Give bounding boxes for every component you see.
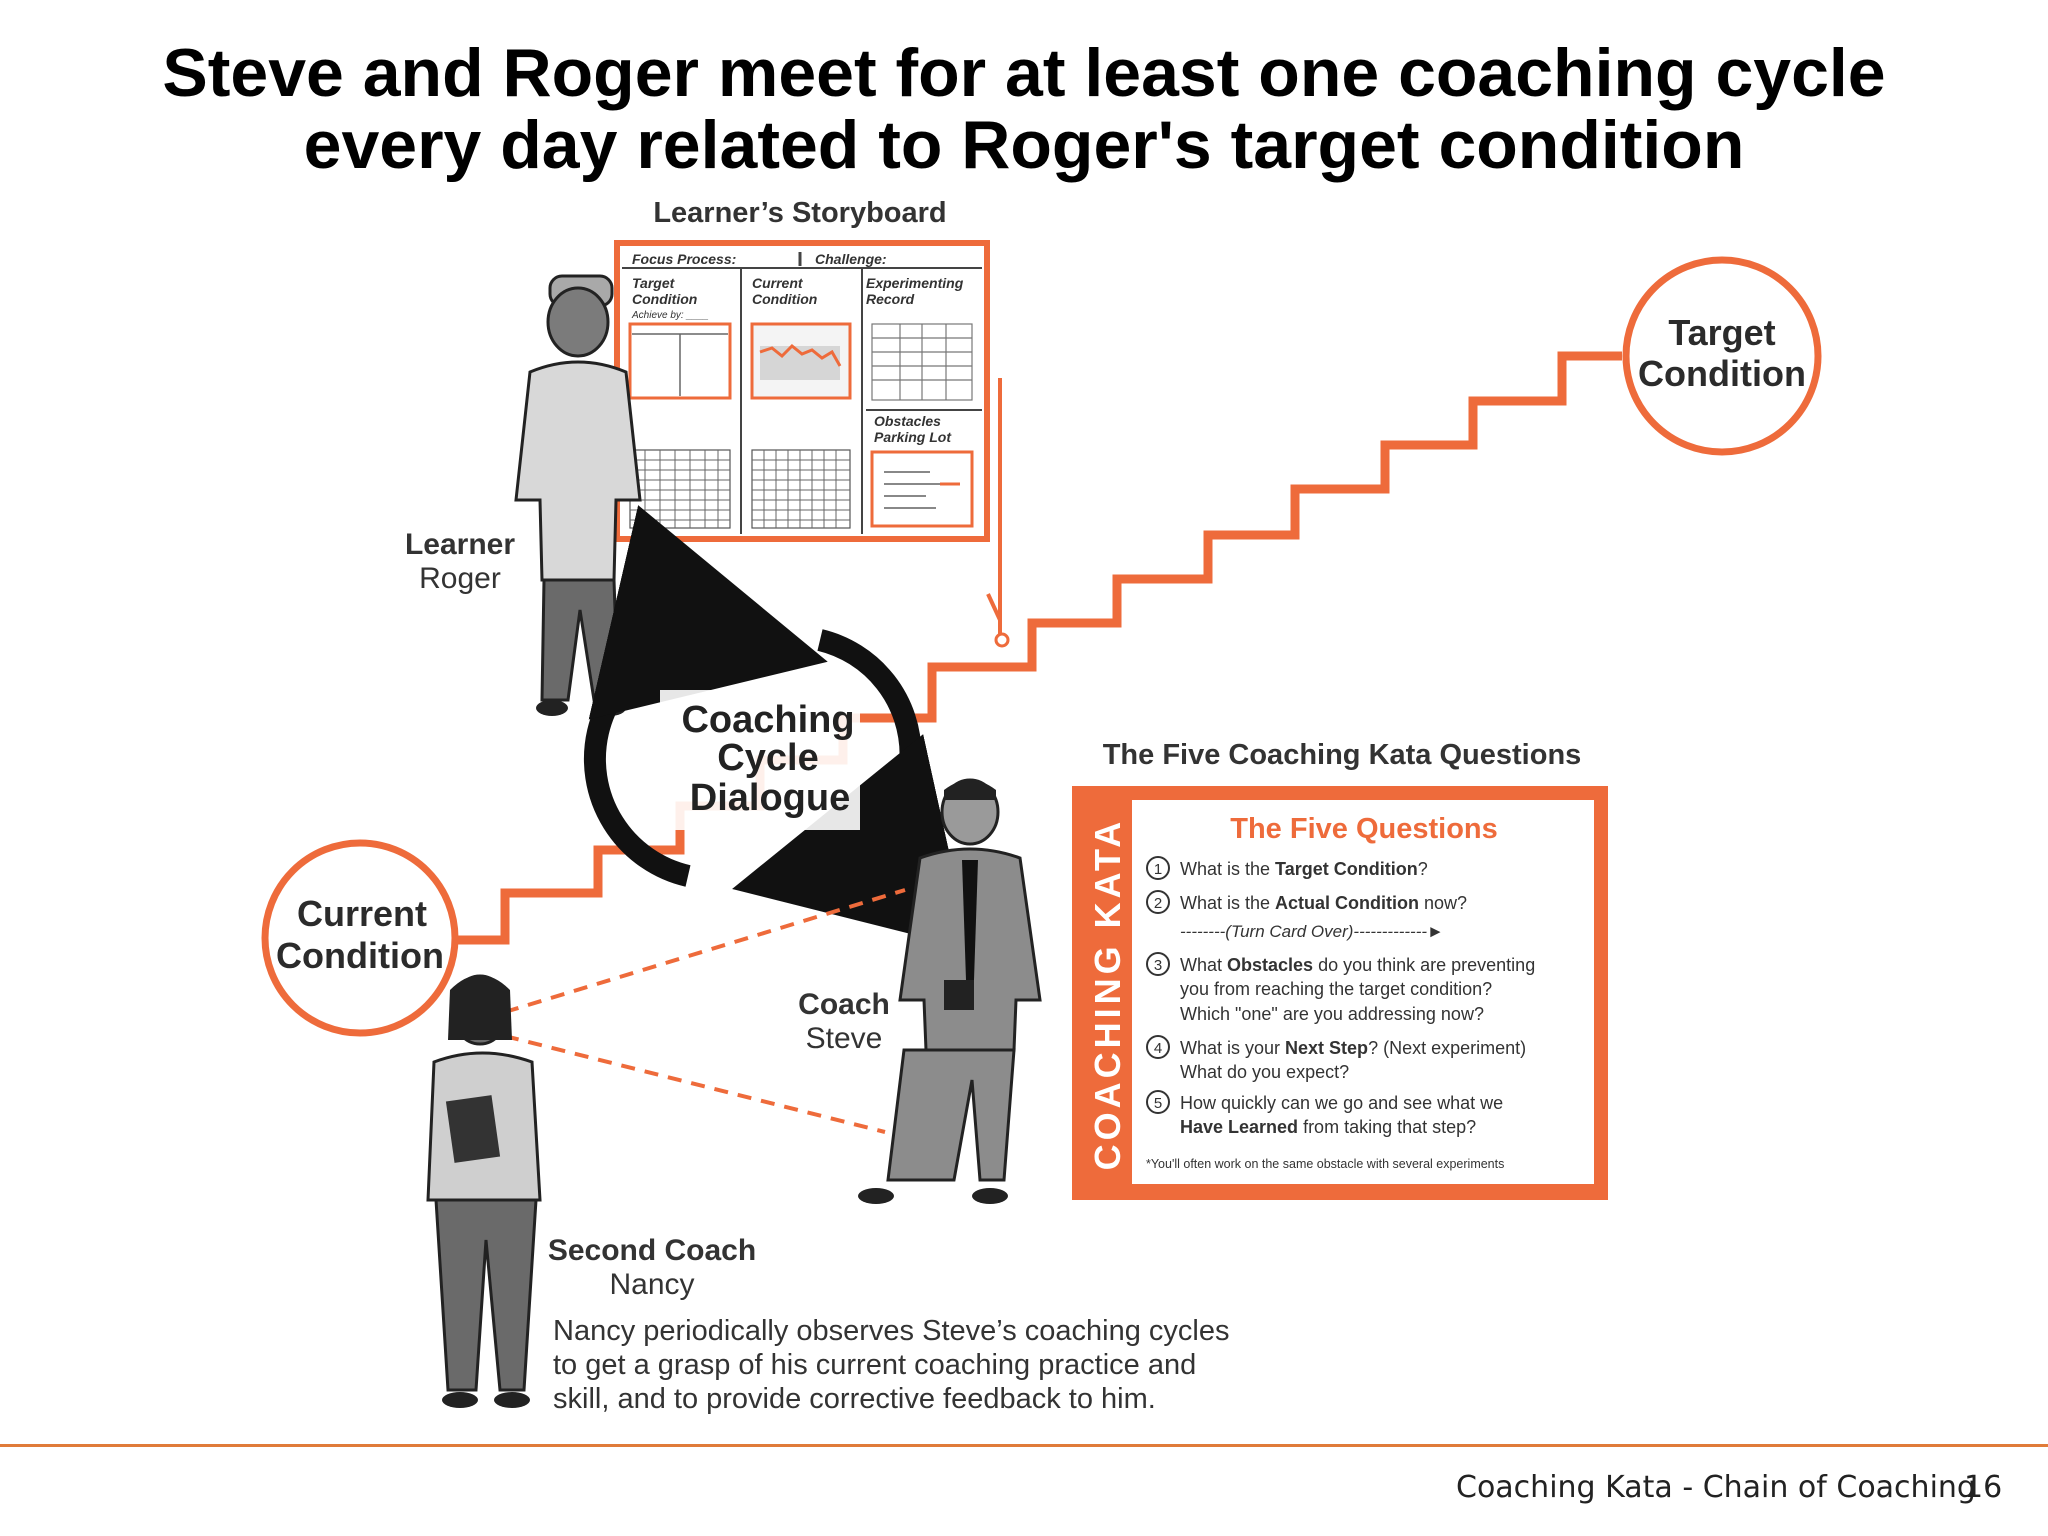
q3-line-3: Which "one" are you addressing now? [1180,1004,1484,1024]
coach-role: Coach [798,988,890,1021]
q4-number: 4 [1154,1040,1162,1057]
target-condition-label-1: Target [1668,312,1775,353]
storyboard-current-1: Current [752,275,804,291]
nancy-note-line-2: to get a grasp of his current coaching p… [553,1349,1196,1381]
storyboard-obstacles-1: Obstacles [874,413,941,429]
storyboard-focus-process: Focus Process: [632,251,736,267]
storyboard-challenge: Challenge: [815,251,887,267]
learner-name: Roger [419,562,501,595]
q5-number: 5 [1154,1095,1162,1112]
footer-divider [0,1444,2048,1447]
storyboard-experimenting-2: Record [866,291,915,307]
coach-figure [858,778,1042,1204]
cycle-arrows [583,505,971,949]
current-condition-circle [261,839,459,1037]
page-number: 16 [1964,1470,2003,1505]
coaching-diagram: Current Condition Target Condition Learn… [261,197,1822,1415]
q1-number: 1 [1154,861,1162,878]
storyboard-achieve-by: Achieve by: ____ [631,310,709,321]
kata-side-label: COACHING KATA [1087,818,1128,1171]
coach-name: Steve [806,1022,883,1055]
kata-heading: The Five Coaching Kata Questions [1103,739,1582,771]
q5-line-2: Have Learned from taking that step? [1180,1117,1476,1137]
storyboard-current-2: Condition [752,291,817,307]
storyboard-heading: Learner’s Storyboard [653,197,946,229]
turn-card-note: --------(Turn Card Over)-------------► [1180,922,1444,941]
q5-line-1: How quickly can we go and see what we [1180,1093,1503,1113]
observation-lines [504,888,906,1134]
cycle-label-3: Dialogue [690,777,850,819]
q3-line-2: you from reaching the target condition? [1180,979,1492,999]
slide-title-line-2: every day related to Roger's target cond… [303,107,1745,183]
kata-footnote: *You'll often work on the same obstacle … [1146,1157,1504,1171]
storyboard-board: Focus Process: Challenge: Target Conditi… [614,240,1010,648]
storyboard-target-1: Target [632,275,676,291]
kata-card-title: The Five Questions [1230,813,1498,845]
second-coach-figure [426,974,542,1408]
nancy-note-line-3: skill, and to provide corrective feedbac… [553,1383,1156,1415]
target-condition-label-2: Condition [1638,353,1806,394]
kata-card-inner [1132,800,1594,1184]
current-condition-label-1: Current [297,893,427,934]
q4-text: What is your Next Step? (Next experiment… [1180,1038,1526,1058]
q3-text: What Obstacles do you think are preventi… [1180,955,1535,975]
storyboard-obstacles-2: Parking Lot [874,429,952,445]
footer-title: Coaching Kata - Chain of Coaching [1456,1470,1976,1505]
slide-title-line-1: Steve and Roger meet for at least one co… [162,35,1886,111]
q2-text: What is the Actual Condition now? [1180,893,1467,913]
q2-number: 2 [1154,895,1162,912]
current-condition-label-2: Condition [276,935,444,976]
second-coach-name: Nancy [609,1268,694,1301]
storyboard-experimenting-1: Experimenting [866,275,964,291]
storyboard-target-2: Condition [632,291,697,307]
second-coach-role: Second Coach [548,1234,756,1267]
learner-role: Learner [405,528,515,561]
q3-number: 3 [1154,957,1162,974]
cycle-label-2: Cycle [717,737,818,779]
q1-text: What is the Target Condition? [1180,859,1428,879]
q4-line-2: What do you expect? [1180,1062,1349,1082]
nancy-note-line-1: Nancy periodically observes Steve’s coac… [553,1315,1229,1347]
cycle-label-1: Coaching [681,699,854,741]
target-condition-circle [1622,256,1822,456]
